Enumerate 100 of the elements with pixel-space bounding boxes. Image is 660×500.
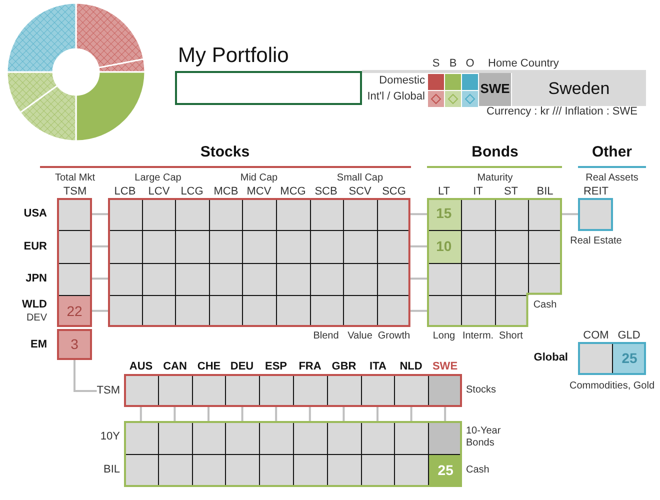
column-header: NLD [400,360,422,374]
group-label: Mid Cap [240,172,278,184]
allocation-cell [494,262,528,295]
allocation-cell [175,294,209,327]
allocation-cell [208,230,242,262]
column-header: ST [504,186,518,198]
column-header: MCV [246,186,272,198]
row-header: BIL [103,464,120,476]
connector-line [92,310,108,312]
caption: Commodities, Gold [569,380,655,392]
column-header: FRA [298,360,322,374]
allocation-cell [259,454,293,487]
caption: Cash [533,299,557,311]
column-header: GLD [618,330,640,342]
allocation-cell [326,454,361,487]
allocation-cell [242,198,276,230]
connector-line [308,407,311,421]
column-caption: Value [348,330,372,342]
allocation-cell [293,421,327,454]
connector-line [562,213,578,216]
allocation-cell [276,198,310,230]
allocation-cell [208,198,242,230]
column-caption: Growth [378,330,410,342]
allocation-grid [124,374,462,407]
column-header: BIL [536,186,554,198]
column-header: ITA [370,360,386,374]
row-header: 10Y [100,430,120,444]
group-label: Maturity [477,172,513,184]
allocation-cell [158,421,192,454]
connector-line [342,407,345,421]
allocation-cell [326,421,361,454]
row-caption: 10-Year Bonds [466,426,502,448]
allocation-cell [276,294,310,327]
group-label: Total Mkt [55,172,95,184]
connector-line [275,407,278,421]
country-name-field: Sweden [512,73,646,106]
allocation-grid [57,198,92,327]
allocation-cell: 10 [427,230,461,262]
row-header: EM [30,338,47,352]
allocation-cell [225,454,260,487]
row-header: JPN [26,272,47,286]
allocation-cell [343,262,377,295]
section-heading: Bonds [472,143,518,161]
column-header: REIT [583,186,609,198]
allocation-grid [124,421,462,487]
allocation-cell [494,230,528,262]
connector-line [444,407,446,421]
allocation-cell [242,294,276,327]
section-heading: Other [592,143,632,161]
allocation-cell [394,454,428,487]
allocation-cell [460,230,494,262]
group-label: Real Assets [586,172,638,184]
connector-line [208,407,210,421]
legend-label: B [449,58,457,70]
allocation-cell [276,230,310,262]
country-code-tag: SWE [479,73,511,106]
allocation-cell [310,230,344,262]
column-header: DEU [230,360,254,374]
allocation-cell [208,262,242,295]
group-label: Small Cap [336,172,384,184]
column-header: GBR [332,360,356,374]
allocation-cell [293,454,327,487]
allocation-cell [578,198,613,231]
allocation-cell [225,421,260,454]
allocation-grid [108,198,410,327]
connector-line [410,213,427,216]
column-header: MCB [214,186,238,198]
allocation-cell [175,262,209,295]
connector-line [92,245,108,248]
caption: Real Estate [570,235,622,247]
allocation-cell [460,198,494,230]
connector-line [410,407,412,421]
allocation-cell [343,230,377,262]
row-header: TSM [96,384,120,398]
connector-line [92,213,108,216]
allocation-cell [142,262,176,295]
column-caption: Short [499,330,523,342]
column-header: AUS [129,360,153,374]
column-header: LCG [180,186,204,198]
column-header: SCB [314,186,338,198]
column-header: CHE [197,360,221,374]
column-header: ESP [265,360,287,374]
allocation-cell [528,230,562,262]
allocation-cell [175,230,209,262]
connector-line [410,310,427,312]
row-caption: Stocks [466,384,496,396]
connector-line [241,407,244,421]
allocation-cell [142,230,176,262]
row-caption: Cash [466,464,490,476]
column-caption: Blend [313,330,339,342]
connector-line [74,360,97,392]
row-header: WLD [22,298,47,312]
allocation-cell [376,230,410,262]
allocation-grid [578,342,646,375]
allocation-cell [175,198,209,230]
allocation-cell [158,454,192,487]
column-header: LT [438,186,450,198]
allocation-cell [360,421,394,454]
allocation-cell [242,262,276,295]
column-header: IT [473,186,483,198]
